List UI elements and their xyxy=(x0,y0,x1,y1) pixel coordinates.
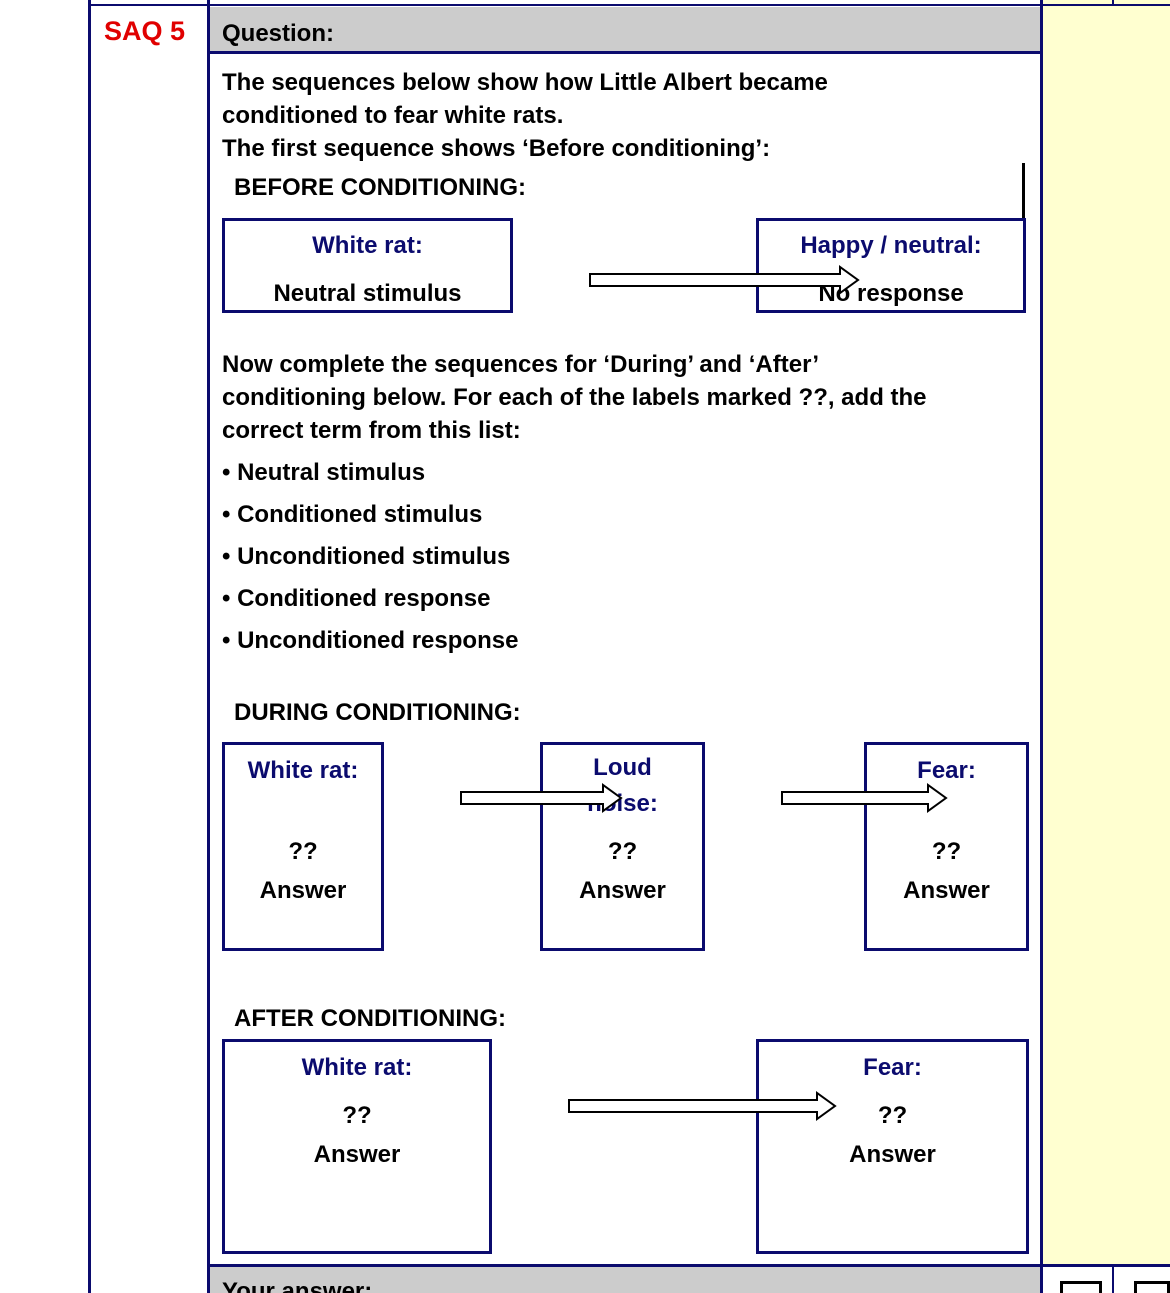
after-heading: AFTER CONDITIONING: xyxy=(234,1005,506,1032)
after-box-1-answer: Answer xyxy=(313,1141,401,1168)
left-border xyxy=(88,0,91,1293)
question-header-label: Question: xyxy=(222,20,334,47)
intro-line-1: The sequences below show how Little Albe… xyxy=(222,69,828,96)
answer-header-topline xyxy=(207,1264,1170,1267)
before-right-box: Happy / neutral: No response xyxy=(756,218,1026,313)
during-box-1-answer: Answer xyxy=(259,877,347,904)
during-box-3-label: Fear: xyxy=(917,757,976,784)
during-heading: DURING CONDITIONING: xyxy=(234,699,521,726)
during-box-3-q: ?? xyxy=(931,838,962,865)
column-divider xyxy=(207,0,210,1293)
before-right-label: Happy / neutral: xyxy=(800,232,982,259)
saq-label: SAQ 5 xyxy=(104,16,186,46)
term-item: • Unconditioned stimulus xyxy=(222,543,511,570)
answer-header: Your answer: xyxy=(210,1267,1040,1293)
during-box-1-q: ?? xyxy=(288,838,318,865)
instructions-line-1: Now complete the sequences for ‘During’ … xyxy=(222,351,819,378)
before-heading: BEFORE CONDITIONING: xyxy=(234,174,526,201)
during-arrow-1-icon xyxy=(460,783,623,813)
instructions-line-3: correct term from this list: xyxy=(222,417,521,444)
instructions-line-2: conditioning below. For each of the labe… xyxy=(222,384,927,411)
before-left-box: White rat: Neutral stimulus xyxy=(222,218,513,313)
top-border xyxy=(88,4,1170,6)
during-box-2-label-1: Loud xyxy=(593,754,652,781)
question-header-underline xyxy=(210,51,1040,54)
during-box-2: Loud noise: ?? Answer xyxy=(540,742,705,951)
during-box-1: White rat: ?? Answer xyxy=(222,742,384,951)
far-right-divider xyxy=(1112,0,1114,6)
term-item: • Conditioned response xyxy=(222,585,491,612)
after-box-2-q: ?? xyxy=(877,1102,908,1129)
before-frame-edge xyxy=(1022,163,1025,218)
after-box-1-q: ?? xyxy=(342,1102,372,1129)
bottom-right-divider xyxy=(1112,1264,1114,1293)
intro-line-2: conditioned to fear white rats. xyxy=(222,102,564,129)
edit-icon[interactable] xyxy=(1060,1281,1102,1293)
after-arrow-icon xyxy=(568,1091,837,1121)
before-left-text: Neutral stimulus xyxy=(273,280,462,307)
term-item: • Conditioned stimulus xyxy=(222,501,483,528)
after-box-1: White rat: ?? Answer xyxy=(222,1039,492,1254)
side-panel xyxy=(1043,0,1170,1265)
term-item: • Unconditioned response xyxy=(222,627,519,654)
during-box-1-label: White rat: xyxy=(247,757,359,784)
during-box-2-q: ?? xyxy=(607,838,638,865)
during-box-3: Fear: ?? Answer xyxy=(864,742,1029,951)
during-arrow-2-icon xyxy=(781,783,948,813)
after-box-2-label: Fear: xyxy=(863,1054,922,1081)
answer-header-label: Your answer: xyxy=(222,1278,373,1293)
during-box-3-answer: Answer xyxy=(903,877,990,904)
after-box-2: Fear: ?? Answer xyxy=(756,1039,1029,1254)
during-box-2-answer: Answer xyxy=(579,877,666,904)
after-box-1-label: White rat: xyxy=(301,1054,413,1081)
intro-line-3: The first sequence shows ‘Before conditi… xyxy=(222,135,771,162)
before-arrow-icon xyxy=(589,265,860,295)
question-header xyxy=(210,7,1040,51)
after-box-2-answer: Answer xyxy=(849,1141,936,1168)
right-divider xyxy=(1040,0,1043,1293)
feedback-icon[interactable] xyxy=(1134,1281,1170,1293)
term-item: • Neutral stimulus xyxy=(222,459,426,486)
before-left-label: White rat: xyxy=(312,232,423,259)
